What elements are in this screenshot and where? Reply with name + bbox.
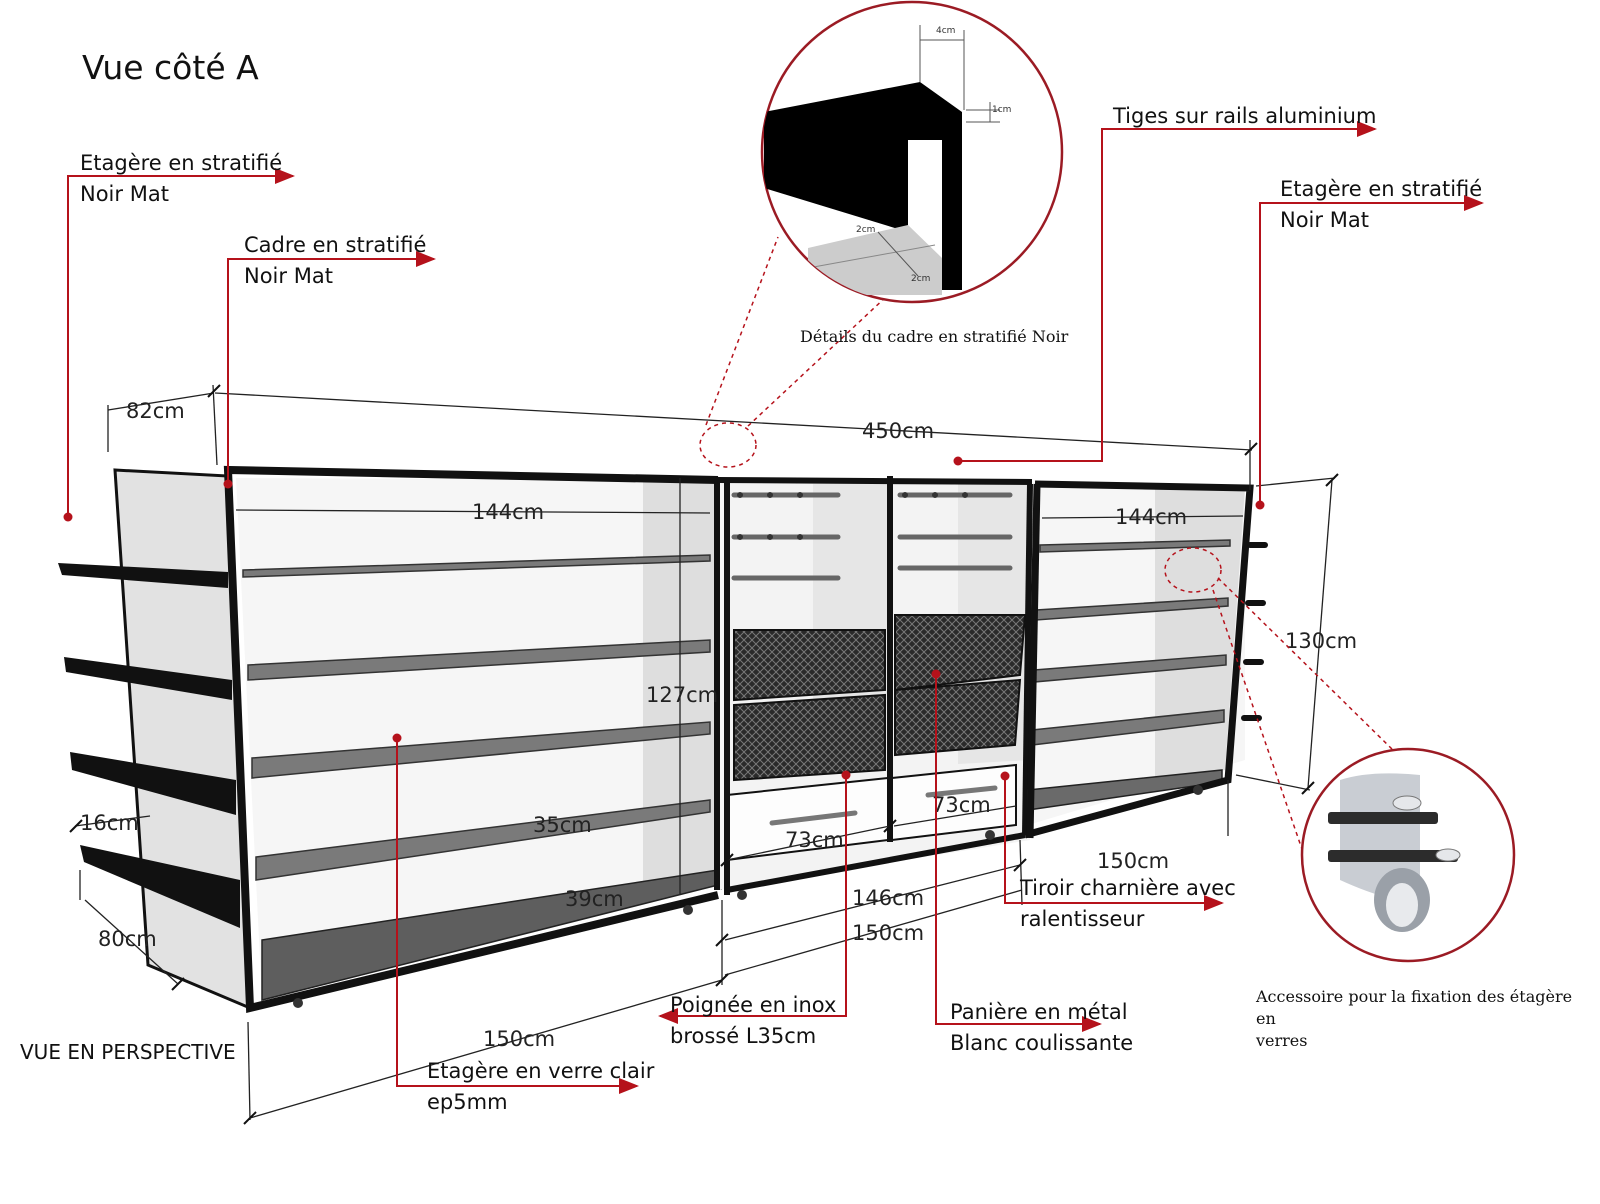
page-title: Vue côté A bbox=[82, 48, 259, 87]
label-paniere: Panière en métal Blanc coulissante bbox=[950, 1000, 1134, 1055]
right-black-shelves bbox=[1241, 542, 1268, 721]
label-cadre-stratifie: Cadre en stratifié Noir Mat bbox=[244, 233, 427, 288]
glass-shelves-right bbox=[1031, 539, 1231, 746]
dim-144cm-left: 144cm bbox=[472, 500, 544, 524]
dimension-ticks bbox=[69, 384, 1339, 1125]
drawer-handle-left bbox=[769, 810, 858, 826]
dim-144cm-right: 144cm bbox=[1115, 505, 1187, 529]
left-back-panel bbox=[236, 478, 718, 1000]
label-tiges-rails: Tiges sur rails aluminium bbox=[1113, 104, 1377, 128]
label-etagere-verre: Etagère en verre clair ep5mm bbox=[427, 1059, 655, 1114]
metal-baskets bbox=[733, 614, 1027, 782]
middle-black-frame bbox=[717, 476, 1033, 895]
left-section bbox=[58, 465, 722, 1014]
left-black-frame bbox=[223, 465, 722, 1014]
dim-16cm: 16cm bbox=[80, 811, 139, 835]
accessory-detail-circle bbox=[1300, 747, 1516, 963]
dim-73cm-right: 73cm bbox=[932, 793, 991, 817]
dim-450cm: 450cm bbox=[862, 419, 934, 443]
glass-shelves-left bbox=[242, 554, 711, 881]
dimension-texts: 82cm 450cm 144cm 144cm 127cm 130cm 35cm … bbox=[80, 399, 1357, 1051]
leader-lines bbox=[67, 121, 1484, 1094]
detail-dim-1cm: 1cm bbox=[992, 105, 1011, 115]
dim-146cm: 146cm bbox=[852, 886, 924, 910]
label-etagere-stratifie-right: Etagère en stratifié Noir Mat bbox=[1280, 177, 1483, 232]
right-black-frame bbox=[1024, 480, 1254, 839]
right-section bbox=[1024, 480, 1268, 839]
label-poignee: Poignée en inox brossé L35cm bbox=[670, 993, 837, 1048]
label-tiroir: Tiroir charnière avec ralentisseur bbox=[1020, 876, 1236, 931]
drawer-handle-right bbox=[925, 785, 998, 798]
middle-section bbox=[717, 476, 1033, 900]
frame-detail-circle: 4cm 1cm 2cm 2cm bbox=[760, 0, 1064, 304]
dim-150cm-bottom: 150cm bbox=[483, 1027, 555, 1051]
detail-dim-2cm-b: 2cm bbox=[911, 274, 930, 284]
dim-150cm-middle: 150cm bbox=[852, 921, 924, 945]
dimension-lines bbox=[74, 384, 1336, 1121]
detail-dim-2cm-a: 2cm bbox=[856, 225, 875, 235]
dim-150cm-right: 150cm bbox=[1097, 849, 1169, 873]
black-shelves-end bbox=[58, 563, 240, 928]
dim-82cm: 82cm bbox=[126, 399, 185, 423]
dim-39cm: 39cm bbox=[565, 887, 624, 911]
label-etagere-stratifie-left: Etagère en stratifié Noir Mat bbox=[80, 151, 283, 206]
drawers bbox=[726, 763, 1017, 862]
accessory-caption: Accessoire pour la fixation des étagère … bbox=[1256, 987, 1573, 1050]
dim-73cm-left: 73cm bbox=[785, 828, 844, 852]
perspective-label: VUE EN PERSPECTIVE bbox=[20, 1040, 236, 1064]
dim-80cm: 80cm bbox=[98, 927, 157, 951]
dim-35cm: 35cm bbox=[533, 813, 592, 837]
callout-dashed bbox=[699, 236, 1396, 859]
dim-127cm: 127cm bbox=[646, 683, 718, 707]
leader-dots bbox=[63, 456, 1265, 781]
dim-130cm: 130cm bbox=[1285, 629, 1357, 653]
detail-dim-4cm: 4cm bbox=[936, 26, 955, 36]
hanging-rods bbox=[731, 492, 1013, 581]
frame-detail-caption: Détails du cadre en stratifié Noir bbox=[800, 327, 1069, 346]
